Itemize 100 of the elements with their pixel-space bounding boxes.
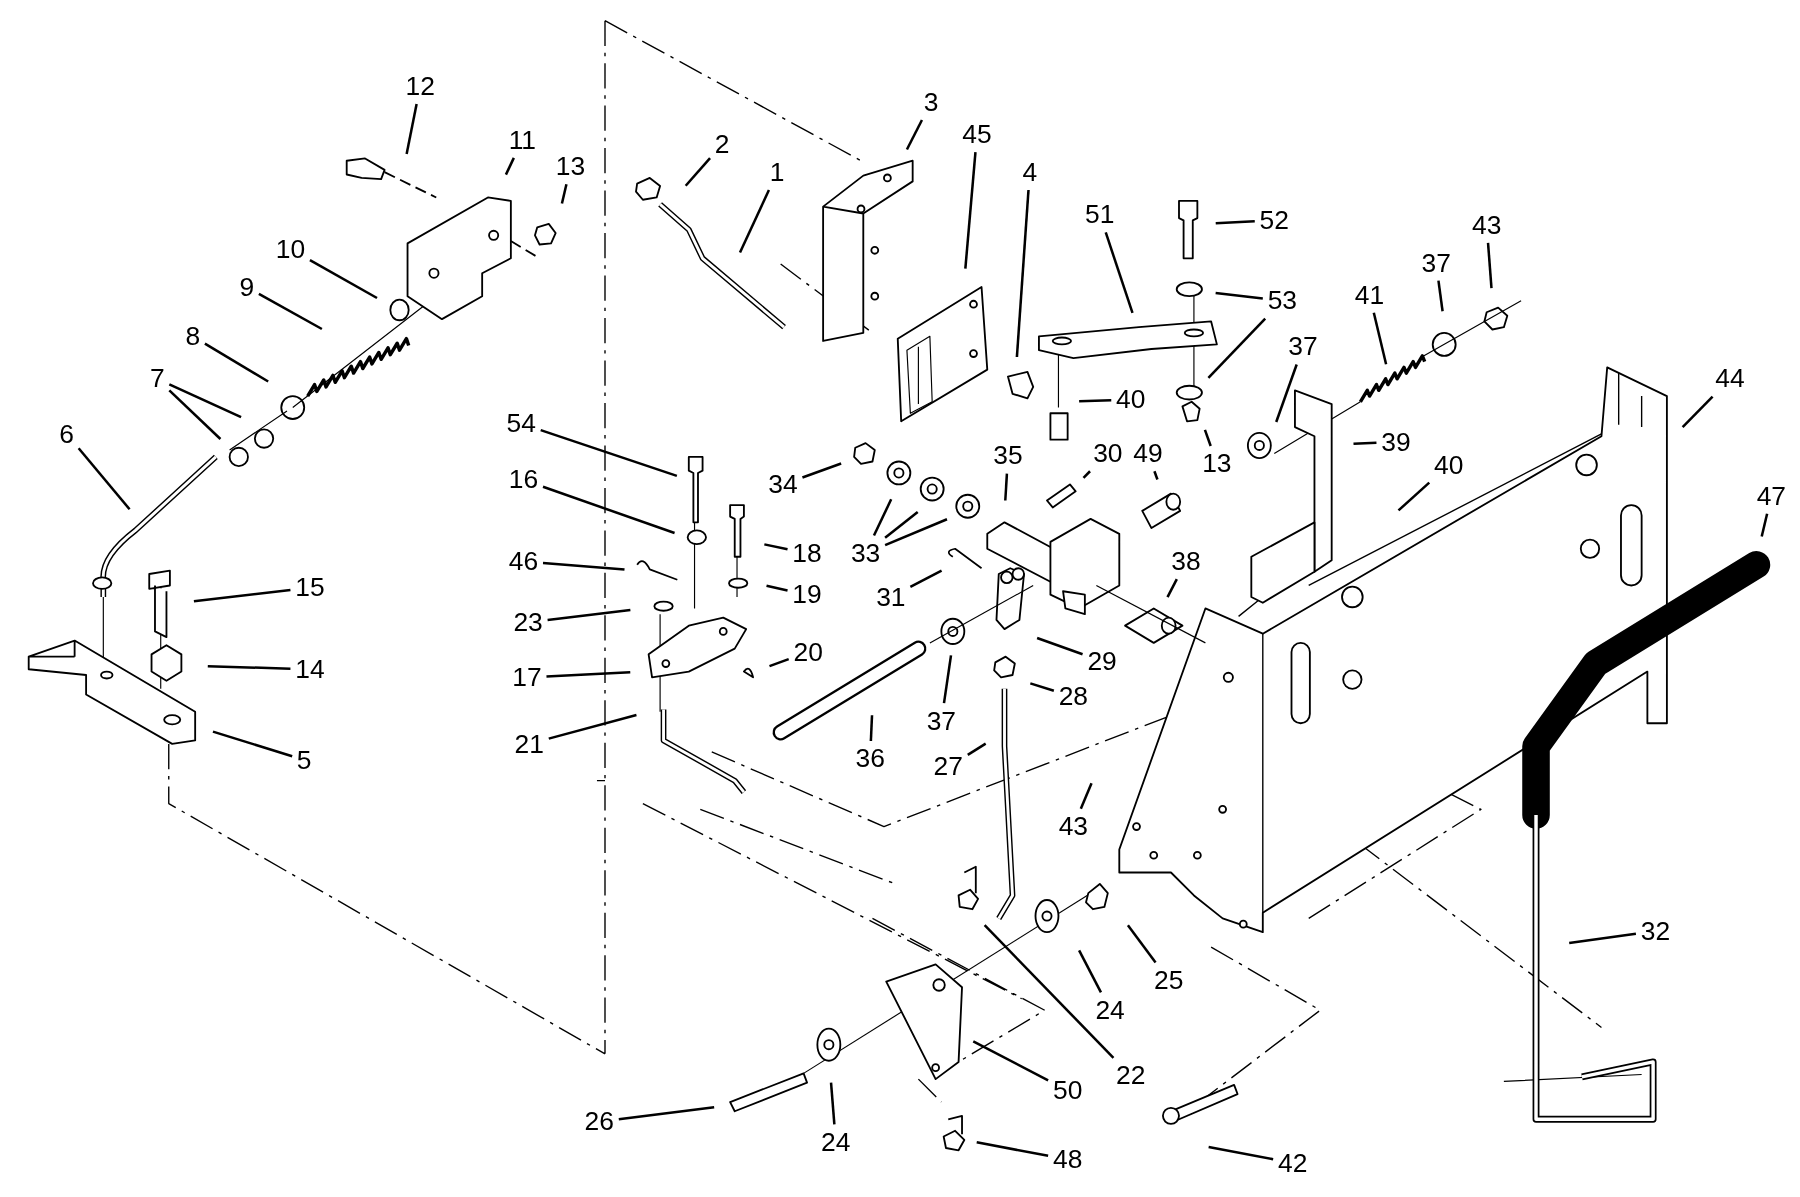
leader-line — [1126, 924, 1157, 964]
callout-number: 19 — [792, 581, 822, 608]
leader-line — [1079, 782, 1093, 810]
leader-line — [1372, 312, 1388, 365]
callout-number: 7 — [149, 365, 165, 393]
callout-number: 49 — [1133, 440, 1163, 467]
leader-line — [1104, 232, 1134, 314]
leader-line — [738, 189, 771, 254]
leader-line — [309, 259, 378, 300]
callout-number: 42 — [1277, 1149, 1308, 1177]
callout-number: 14 — [295, 656, 325, 683]
callout-number: 4 — [1022, 159, 1038, 186]
callout-number: 29 — [1087, 648, 1117, 675]
callout-number: 26 — [584, 1108, 614, 1135]
callout-number: 32 — [1640, 917, 1671, 945]
leader-line — [504, 157, 515, 176]
leader-line — [1486, 242, 1493, 289]
callout-number: 38 — [1171, 548, 1201, 575]
callout-number: 27 — [933, 753, 963, 781]
leader-line — [942, 655, 953, 704]
leader-line — [964, 152, 977, 269]
callout-number: 52 — [1259, 207, 1289, 234]
callout-number: 36 — [855, 745, 885, 773]
leader-line — [618, 1105, 715, 1121]
callout-number: 47 — [1756, 482, 1787, 510]
callout-number: 25 — [1153, 967, 1184, 994]
leader-line — [542, 561, 625, 571]
callout-number: 40 — [1116, 386, 1146, 413]
leader-line — [1153, 470, 1159, 480]
leader-line — [1203, 429, 1212, 447]
leader-line — [1082, 470, 1091, 479]
callout-number: 13 — [1202, 450, 1232, 477]
leader-line — [1569, 932, 1637, 945]
leader-line — [1208, 1145, 1274, 1161]
leader-line — [1207, 317, 1267, 379]
leader-line — [1029, 682, 1055, 692]
leader-line — [802, 462, 842, 479]
callout-number: 17 — [512, 664, 542, 691]
leader-line — [976, 1141, 1049, 1158]
callout-number: 9 — [239, 273, 255, 301]
leader-line — [764, 543, 788, 551]
leader-line — [1215, 220, 1255, 225]
leader-line — [972, 1040, 1049, 1082]
callout-number: 11 — [508, 126, 537, 154]
leader-line — [1275, 364, 1298, 423]
leader-line — [1215, 291, 1263, 300]
leader-line — [546, 670, 631, 678]
leader-line — [872, 498, 893, 537]
leader-line — [1036, 636, 1083, 656]
leader-line — [540, 428, 678, 478]
callout-number: 1 — [769, 159, 785, 186]
callout-number: 46 — [508, 548, 539, 575]
leader-line — [405, 103, 418, 155]
leader-line — [766, 584, 788, 592]
callout-number: 35 — [993, 442, 1023, 469]
callout-number: 37 — [1288, 333, 1318, 360]
leader-line — [1681, 395, 1714, 429]
leader-line — [212, 730, 293, 758]
leader-line — [560, 183, 568, 204]
leader-line — [983, 924, 1115, 1059]
leader-line — [204, 342, 269, 383]
callout-number: 31 — [876, 583, 906, 611]
callout-number: 50 — [1052, 1077, 1083, 1104]
callout-number: 20 — [793, 638, 823, 666]
leader-line — [884, 510, 919, 539]
leader-line — [684, 157, 711, 187]
callout-number: 2 — [714, 131, 730, 158]
callout-number: 5 — [296, 746, 312, 774]
callout-number: 13 — [555, 153, 586, 180]
leader-line — [1437, 280, 1444, 312]
leader-line — [77, 447, 131, 511]
leader-line — [193, 588, 291, 603]
callout-number: 54 — [506, 410, 536, 437]
leader-line — [1004, 473, 1009, 501]
callout-number: 44 — [1715, 365, 1745, 393]
callout-number: 30 — [1093, 440, 1123, 467]
callout-number: 51 — [1085, 201, 1115, 228]
leader-line — [258, 292, 323, 331]
leader-line — [884, 518, 948, 547]
leader-line — [1166, 578, 1178, 598]
leader-line — [967, 742, 987, 756]
callout-number: 18 — [792, 540, 822, 567]
leader-line — [1015, 189, 1030, 358]
callout-number: 24 — [1095, 997, 1125, 1024]
callout-number: 22 — [1116, 1062, 1146, 1089]
callout-number: 37 — [1421, 249, 1451, 277]
leader-line — [905, 119, 924, 151]
callout-number: 23 — [513, 609, 543, 636]
leader-line — [548, 713, 637, 740]
leader-line — [168, 383, 242, 419]
callout-number: 48 — [1052, 1146, 1083, 1173]
callout-number: 28 — [1058, 683, 1089, 711]
callout-number: 43 — [1058, 813, 1089, 840]
callout-number: 34 — [768, 471, 798, 498]
leader-line — [1353, 441, 1377, 445]
callout-number: 40 — [1434, 451, 1464, 479]
leader-line — [168, 389, 222, 440]
callout-number: 6 — [59, 420, 74, 448]
callout-number: 21 — [514, 730, 544, 758]
leader-line — [547, 608, 631, 622]
